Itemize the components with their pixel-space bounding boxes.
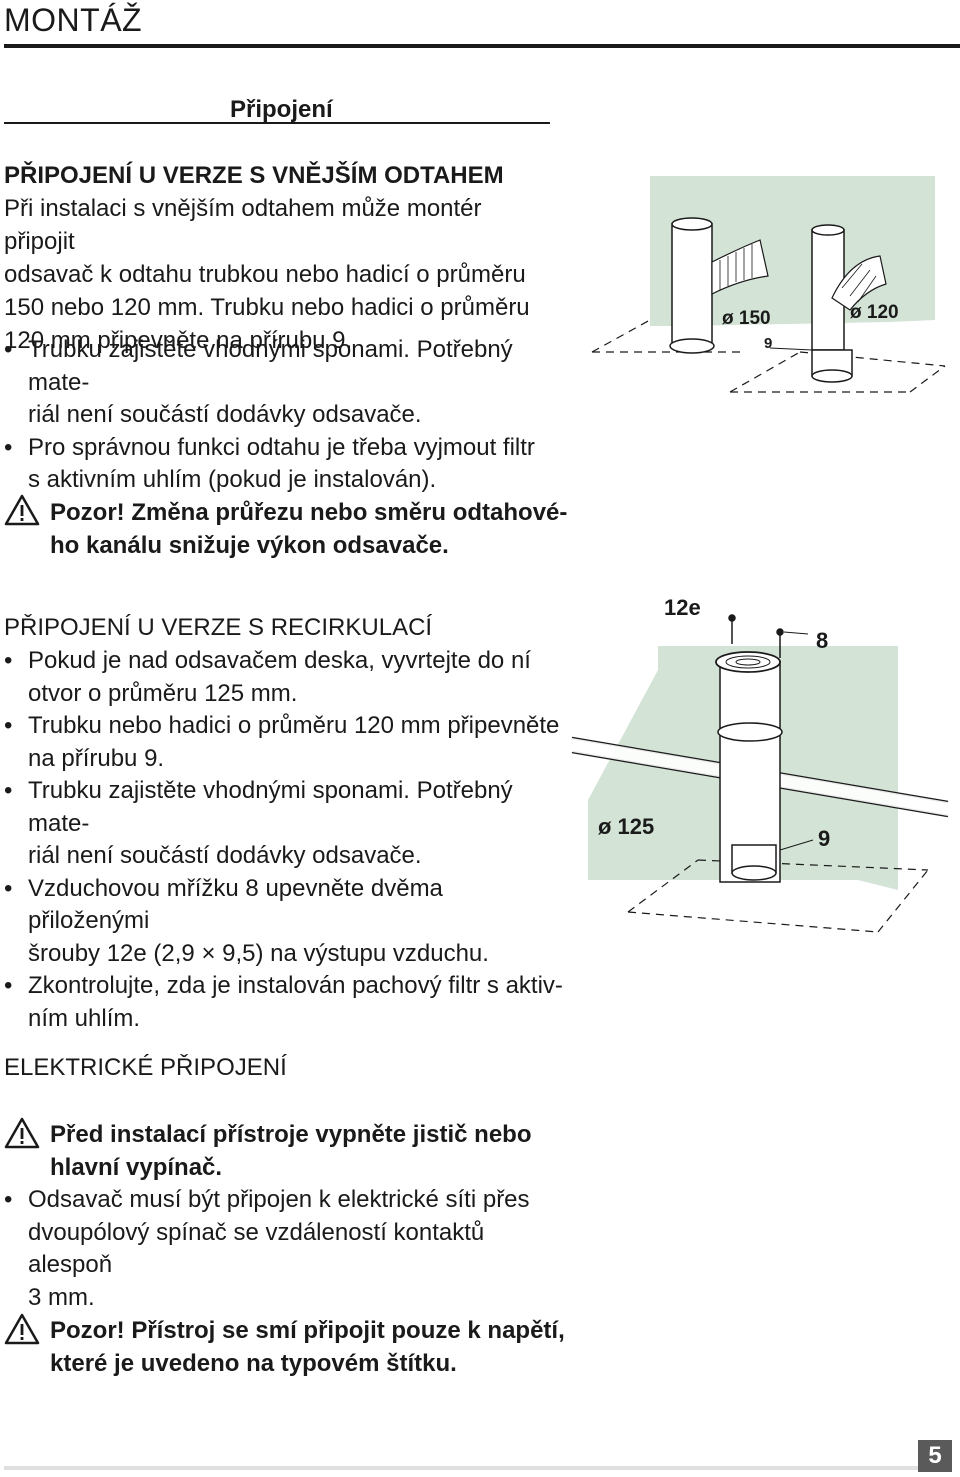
section-heading-recirculation: PŘIPOJENÍ U VERZE S RECIRKULACÍ: [4, 614, 433, 641]
list-item-line: Trubku zajistěte vhodnými sponami. Potře…: [28, 336, 513, 396]
warning-line: Pozor! Přístroj se smí připojit pouze k …: [50, 1317, 565, 1344]
list-item-line: Trubku zajistěte vhodnými sponami. Potře…: [28, 777, 513, 837]
leader-line: [769, 347, 813, 351]
section-heading-external-vent: PŘIPOJENÍ U VERZE S VNĚJŠÍM ODTAHEM: [4, 162, 504, 189]
list-item-line: 3 mm.: [28, 1283, 95, 1311]
pipe-150: [669, 217, 769, 354]
list-item-line: ním uhlím.: [28, 1004, 141, 1032]
list-item-line: s aktivním uhlím (pokud je instalován).: [28, 466, 437, 493]
screw-icon: [728, 614, 784, 658]
header-divider: [4, 44, 960, 48]
list-item-line: šrouby 12e (2,9 × 9,5) na výstupu vzduch…: [28, 939, 489, 967]
figure-label-125: ø 125: [598, 814, 654, 839]
bullet-list: Odsavač musí být připojen k elektrické s…: [4, 1184, 564, 1314]
list-item: Trubku nebo hadici o průměru 120 mm přip…: [4, 710, 564, 775]
figure-label-150: ø 150: [722, 308, 771, 329]
paragraph-line: 150 nebo 120 mm. Trubku nebo hadici o pr…: [4, 294, 530, 321]
list-item-line: Zkontrolujte, zda je instalován pachový …: [28, 972, 563, 999]
recirculation-pipe: [717, 661, 783, 883]
list-item: Trubku zajistěte vhodnými sponami. Potře…: [4, 775, 564, 873]
warning-line: Pozor! Změna průřezu nebo směru odtahové…: [50, 499, 568, 526]
page-header-title: MONTÁŽ: [4, 2, 143, 38]
list-item: Pro správnou funkci odtahu je třeba vyjm…: [4, 432, 564, 497]
figure-label-flange: 9: [764, 335, 772, 352]
wall-outline: [591, 319, 946, 393]
figure-label-screws: 12e: [664, 595, 701, 620]
leader-line: [779, 839, 814, 851]
bullet-list: Trubku zajistěte vhodnými sponami. Potře…: [4, 334, 564, 497]
warning-triangle-icon: [4, 1313, 40, 1345]
list-item: Zkontrolujte, zda je instalován pachový …: [4, 970, 564, 1035]
warning-text: Před instalací přístroje vypněte jistič …: [50, 1118, 532, 1184]
list-item: Odsavač musí být připojen k elektrické s…: [4, 1184, 564, 1314]
list-item-line: Pro správnou funkci odtahu je třeba vyjm…: [28, 433, 535, 461]
figure-label-120: ø 120: [850, 302, 899, 323]
warning-line: hlavní vypínač.: [50, 1154, 223, 1181]
warning-triangle-icon: [4, 494, 40, 526]
figure-label-flange: 9: [818, 826, 830, 851]
external-vent-diagram: ø 150 ø 120 9: [591, 176, 946, 393]
pipe-120: [811, 224, 887, 383]
list-item-line: Pokud je nad odsavačem deska, vyvrtejte …: [28, 647, 531, 674]
list-item-line: dvoupólový spínač se vzdáleností kontakt…: [28, 1218, 485, 1279]
subsection-title: Připojení: [230, 96, 333, 123]
subsection-divider: [4, 122, 550, 124]
list-item-line: riál není součástí dodávky odsavače.: [28, 842, 422, 869]
list-item: Trubku zajistěte vhodnými sponami. Potře…: [4, 334, 564, 432]
list-item-line: riál není součástí dodávky odsavače.: [28, 401, 422, 428]
warning-triangle-icon: [4, 1117, 40, 1149]
warning-text: Pozor! Změna průřezu nebo směru odtahové…: [50, 496, 567, 562]
paragraph-line: odsavač k odtahu trubkou nebo hadicí o p…: [4, 261, 526, 288]
warning-line: Před instalací přístroje vypněte jistič …: [50, 1121, 532, 1148]
list-item-line: Trubku nebo hadici o průměru 120 mm přip…: [28, 712, 560, 739]
list-item: Pokud je nad odsavačem deska, vyvrtejte …: [4, 645, 564, 710]
section-heading-electrical: ELEKTRICKÉ PŘIPOJENÍ: [4, 1054, 287, 1081]
list-item-line: na přírubu 9.: [28, 744, 165, 772]
air-grille: [715, 651, 781, 673]
leader-line: [783, 631, 809, 635]
paragraph-line: Při instalaci s vnějším odtahem může mon…: [4, 195, 482, 255]
recirculation-diagram: 12e 8 ø 125 9: [571, 595, 949, 933]
list-item-line: Vzduchovou mřížku 8 upevněte dvěma přilo…: [28, 874, 443, 935]
warning-text: Pozor! Přístroj se smí připojit pouze k …: [50, 1314, 565, 1380]
figure-label-grille: 8: [816, 628, 828, 653]
list-item-line: Odsavač musí být připojen k elektrické s…: [28, 1186, 530, 1213]
bullet-list: Pokud je nad odsavačem deska, vyvrtejte …: [4, 645, 564, 1035]
section-paragraph: Při instalaci s vnějším odtahem může mon…: [4, 192, 544, 357]
warning-line: které je uvedeno na typovém štítku.: [50, 1350, 457, 1377]
list-item: Vzduchovou mřížku 8 upevněte dvěma přilo…: [4, 873, 564, 971]
list-item-line: otvor o průměru 125 mm.: [28, 679, 298, 707]
page-number-badge: 5: [918, 1440, 952, 1472]
wall-outline: [627, 859, 929, 933]
warning-line: ho kanálu snižuje výkon odsavače.: [50, 532, 449, 559]
footer-divider: [4, 1466, 920, 1470]
